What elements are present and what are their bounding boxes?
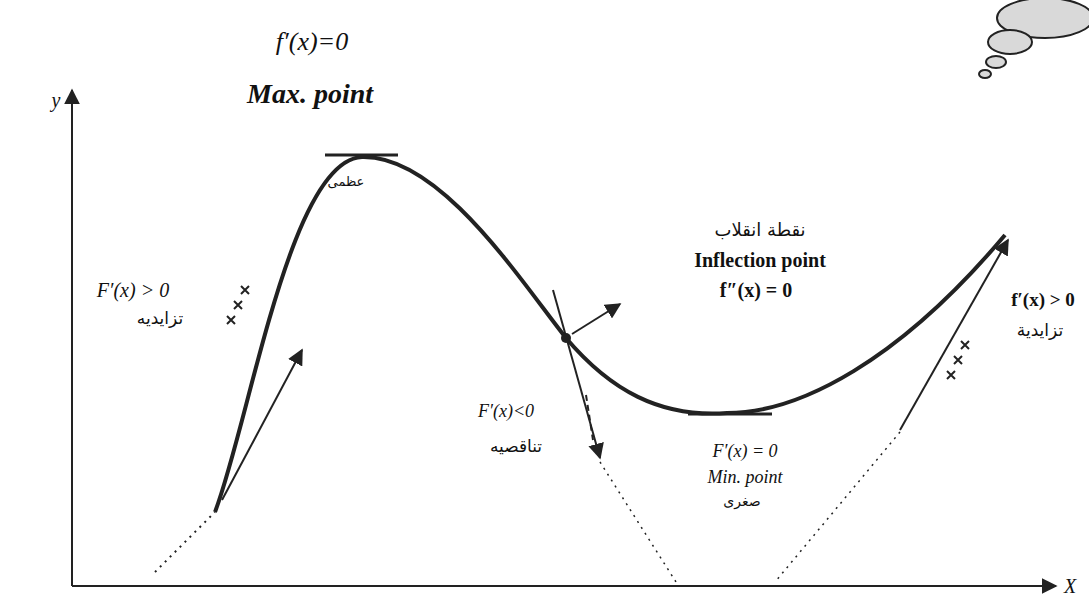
arabic-note: تزايدية — [1017, 321, 1063, 340]
cloud-puff — [979, 70, 991, 78]
point-label: Min. point — [708, 468, 783, 488]
cross-mark — [961, 341, 969, 349]
horizontal-tangent — [688, 413, 772, 416]
x-axis — [72, 585, 1056, 587]
point-label: Inflection point — [694, 249, 826, 271]
tangent-extension — [775, 432, 900, 582]
y-axis — [71, 90, 73, 586]
formula-label: f″(x) = 0 — [720, 279, 792, 301]
formula-label: f′(x) > 0 — [1011, 290, 1075, 311]
inflection-dot — [561, 333, 571, 343]
horizontal-tangent — [325, 154, 398, 157]
title-label: Max. point — [247, 79, 373, 110]
arabic-note: عظمى — [328, 175, 365, 189]
cross-mark — [947, 371, 955, 379]
pointer-arrow — [572, 304, 620, 334]
axis-label: X — [1064, 575, 1076, 597]
cross-mark — [954, 356, 962, 364]
tangent-extension — [600, 462, 676, 582]
arabic-note: تزايديه — [137, 309, 183, 328]
formula-label: F′(x) = 0 — [712, 442, 777, 462]
formula-label: F′(x)<0 — [478, 402, 534, 422]
dashed-mark — [586, 395, 593, 440]
tangent-line — [900, 240, 1008, 430]
axis-label: y — [52, 89, 61, 111]
cross-mark — [227, 316, 235, 324]
arabic-note: صغرى — [723, 494, 760, 509]
function-curve — [215, 157, 1005, 512]
cloud-puff — [988, 30, 1032, 54]
arabic-note: نقطة انقلاب — [714, 220, 805, 240]
formula-label: f′(x)=0 — [276, 28, 348, 57]
tangent-line — [553, 290, 600, 458]
formula-label: F′(x) > 0 — [97, 279, 169, 301]
cross-mark — [241, 286, 249, 294]
cloud-puff — [986, 56, 1006, 68]
tangent-line — [222, 350, 302, 500]
arabic-note: تناقصيه — [490, 437, 542, 456]
curve-extension — [155, 512, 215, 572]
cloud-decoration — [979, 0, 1089, 78]
tick-marks — [227, 286, 969, 379]
cross-mark — [234, 301, 242, 309]
